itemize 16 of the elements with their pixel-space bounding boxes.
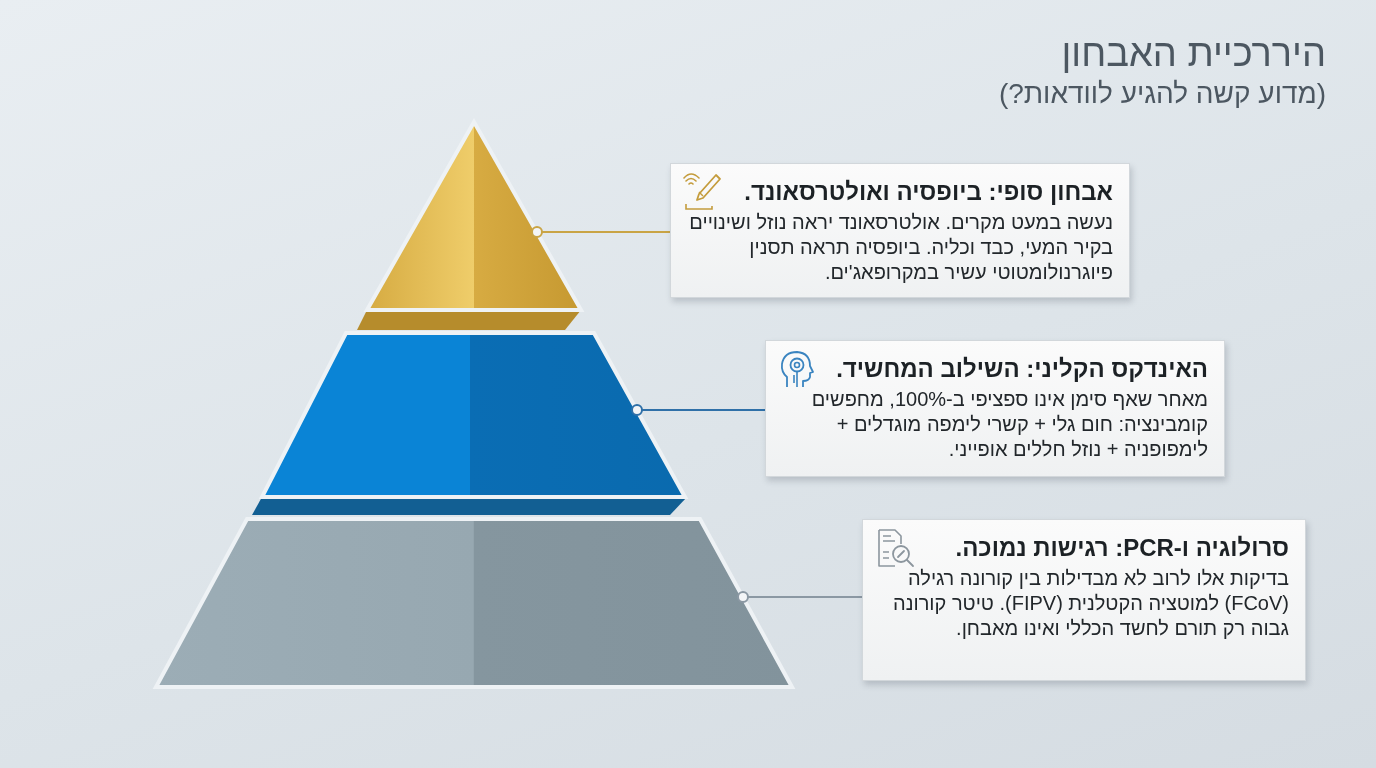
pyramid-tier (150, 516, 798, 692)
subtitle: (מדוע קשה להגיע לוודאות?) (998, 77, 1326, 111)
card-text: מאחר שאף סימן אינו ספציפי ב-100%, מחפשים קומבינציה: חום גלי + קשרי לימפה מוגדלים + לימפופניה + נוזל חללים אופייני. (810, 387, 1208, 462)
info-card (670, 163, 1130, 298)
card-text: בדיקות אלו לרוב לא מבדילות בין קורונה רגילה (FCoV) למוטציה הקטלנית (FIPV). טיטר קורונה גבוה רק תורם לחשד הכללי ואינו מאבחן. (892, 566, 1289, 641)
card-text: נעשה במעט מקרים. אולטרסאונד יראה נוזל ושינויים בקיר המעי, כבד וכליה. ביופסיה תראה תסנין פיוגרנולומטוטי עשיר במקרופאג'ים. (688, 210, 1113, 285)
title: היררכיית האבחון (1060, 31, 1326, 76)
leader-line (531, 226, 671, 238)
pyramid-tip (355, 118, 587, 331)
card-heading: אבחון סופי: ביופסיה ואולטרסאונד. (743, 177, 1113, 207)
leader-line (631, 404, 766, 416)
card-heading: האינדקס הקליני: השילוב המחשיד. (835, 354, 1208, 384)
info-card (862, 519, 1306, 681)
info-card (765, 340, 1225, 477)
leader-line (737, 591, 863, 603)
card-heading: סרולוגיה ו-PCR: רגישות נמוכה. (954, 533, 1289, 563)
